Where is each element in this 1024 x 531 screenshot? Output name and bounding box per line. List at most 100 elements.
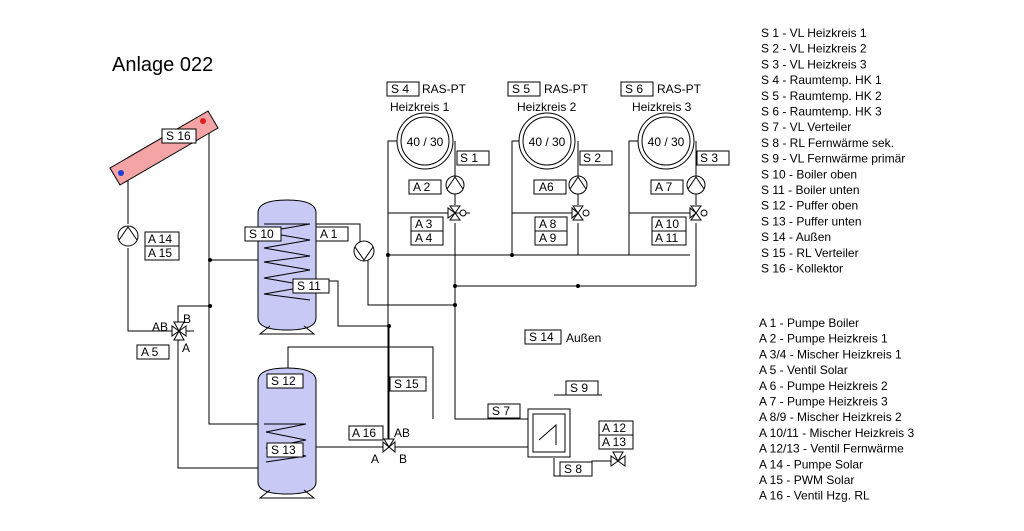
buffer-tank xyxy=(257,367,317,499)
room-unit-1-value: 40 / 30 xyxy=(407,135,444,149)
tags: S 4 S 5 S 6 S 1 S 2 S 3 A 2 A6 A 7 A 3 A… xyxy=(136,81,730,477)
actuator-legend-item: A 3/4 - Mischer Heizkreis 1 xyxy=(759,347,902,361)
heat-exchanger xyxy=(527,408,571,458)
room-unit-1: 40 / 30 xyxy=(396,112,454,170)
sensor-legend-item: S 15 - RL Verteiler xyxy=(761,246,859,260)
tag-a13: A 13 xyxy=(602,435,626,449)
hot-port-icon xyxy=(200,118,206,124)
tag-a12: A 12 xyxy=(602,421,626,435)
sensor-legend-item: S 5 - Raumtemp. HK 2 xyxy=(761,89,882,103)
mixer-a8-a9 xyxy=(571,205,590,221)
tag-s6: S 6 xyxy=(625,82,643,96)
piping xyxy=(127,126,697,477)
tag-a8: A 8 xyxy=(539,217,557,231)
pipe-junctions xyxy=(208,253,580,328)
sensor-legend-item: S 2 - VL Heizkreis 2 xyxy=(761,42,867,56)
plant-title: Anlage 022 xyxy=(112,54,213,76)
valve-a12-a13 xyxy=(610,451,626,467)
pump-a2 xyxy=(445,175,465,195)
actuator-legend-item: A 1 - Pumpe Boiler xyxy=(759,316,859,330)
room-unit-3: 40 / 30 xyxy=(637,112,695,170)
tag-a9: A 9 xyxy=(539,231,557,245)
actuator-legend-item: A 16 - Ventil Hzg. RL xyxy=(759,489,870,503)
sensor-legend: S 1 - VL Heizkreis 1S 2 - VL Heizkreis 2… xyxy=(761,26,905,276)
actuator-legend-item: A 5 - Ventil Solar xyxy=(759,363,848,377)
tag-a16: A 16 xyxy=(352,426,376,440)
sensor-legend-item: S 9 - VL Fernwärme primär xyxy=(761,152,905,166)
sensor-legend-item: S 7 - VL Verteiler xyxy=(761,120,851,134)
tag-s2: S 2 xyxy=(583,151,601,165)
tag-s3: S 3 xyxy=(700,151,718,165)
pump-a7 xyxy=(686,175,706,195)
tag-s7: S 7 xyxy=(492,404,510,418)
mixer-a3-a4 xyxy=(447,205,467,221)
outdoor-label: Außen xyxy=(566,331,601,345)
sensor-type-s4: RAS-PT xyxy=(422,82,467,96)
actuator-legend-item: A 7 - Pumpe Heizkreis 3 xyxy=(759,395,888,409)
pump-a1 xyxy=(353,240,375,262)
tag-a15: A 15 xyxy=(148,246,172,260)
tag-s11: S 11 xyxy=(297,279,321,293)
actuator-legend-item: A 2 - Pumpe Heizkreis 1 xyxy=(759,332,888,346)
sensor-legend-item: S 3 - VL Heizkreis 3 xyxy=(761,57,867,71)
tag-s13: S 13 xyxy=(271,443,296,457)
actuator-legend-item: A 8/9 - Mischer Heizkreis 2 xyxy=(759,410,902,424)
tag-s10: S 10 xyxy=(249,227,274,241)
sensor-legend-item: S 12 - Puffer oben xyxy=(761,199,858,213)
tag-a4: A 4 xyxy=(415,231,433,245)
tag-s9: S 9 xyxy=(570,381,588,395)
valve-a16 xyxy=(382,438,396,454)
sensor-legend-item: S 11 - Boiler unten xyxy=(761,183,860,197)
circuit-3-title: Heizkreis 3 xyxy=(632,100,692,114)
valve-a5-port-ab: AB xyxy=(152,320,168,334)
tag-s15: S 15 xyxy=(394,377,419,391)
sensor-type-s5: RAS-PT xyxy=(544,82,589,96)
tag-a5: A 5 xyxy=(141,345,159,359)
tag-a7: A 7 xyxy=(655,180,673,194)
tag-s5: S 5 xyxy=(512,82,530,96)
sensor-legend-item: S 8 - RL Fernwärme sek. xyxy=(761,136,894,150)
actuator-legend-item: A 14 - Pumpe Solar xyxy=(759,457,863,471)
tag-a14: A 14 xyxy=(148,232,172,246)
room-unit-2-value: 40 / 30 xyxy=(529,135,566,149)
tag-s16: S 16 xyxy=(166,129,191,143)
valve-a16-port-b: B xyxy=(399,452,407,466)
tag-a3: A 3 xyxy=(415,217,433,231)
tag-a2: A 2 xyxy=(413,180,431,194)
tag-a11: A 11 xyxy=(655,231,678,245)
actuator-legend: A 1 - Pumpe Boiler A 2 - Pumpe Heizkreis … xyxy=(759,316,914,503)
tag-s1: S 1 xyxy=(460,151,478,165)
sensor-legend-item: S 6 - Raumtemp. HK 3 xyxy=(761,105,882,119)
valve-a5-port-b: B xyxy=(183,312,191,326)
actuator-legend-item: A 6 - Pumpe Heizkreis 2 xyxy=(759,379,888,393)
sensor-type-s6: RAS-PT xyxy=(657,82,702,96)
circuit-2-title: Heizkreis 2 xyxy=(517,100,577,114)
room-unit-3-value: 40 / 30 xyxy=(648,135,685,149)
sensor-legend-item: S 14 - Außen xyxy=(761,230,831,244)
pump-a14 xyxy=(117,225,139,247)
valve-a16-port-a: A xyxy=(371,452,379,466)
solar-collector xyxy=(109,110,219,186)
tag-a10: A 10 xyxy=(655,217,679,231)
sensor-legend-item: S 13 - Puffer unten xyxy=(761,214,862,228)
tag-s8: S 8 xyxy=(564,462,582,476)
boiler-tank xyxy=(257,199,317,335)
valve-a16-port-ab: AB xyxy=(394,426,410,440)
mixer-a10-a11 xyxy=(689,205,708,221)
tag-s12: S 12 xyxy=(271,374,296,388)
actuator-legend-item: A 12/13 - Ventil Fernwärme xyxy=(759,442,904,456)
actuator-legend-item: A 15 - PWM Solar xyxy=(759,473,854,487)
tag-a1: A 1 xyxy=(320,227,338,241)
valve-a5 xyxy=(171,321,187,341)
pump-a6 xyxy=(568,175,588,195)
room-unit-2: 40 / 30 xyxy=(518,112,576,170)
tag-a6: A6 xyxy=(539,180,554,194)
valve-a5-port-a: A xyxy=(182,341,190,355)
sensor-legend-item: S 4 - Raumtemp. HK 1 xyxy=(761,73,882,87)
tag-s4: S 4 xyxy=(391,82,409,96)
cold-port-icon xyxy=(118,170,124,176)
tag-s14: S 14 xyxy=(529,330,554,344)
actuator-legend-item: A 10/11 - Mischer Heizkreis 3 xyxy=(759,426,914,440)
